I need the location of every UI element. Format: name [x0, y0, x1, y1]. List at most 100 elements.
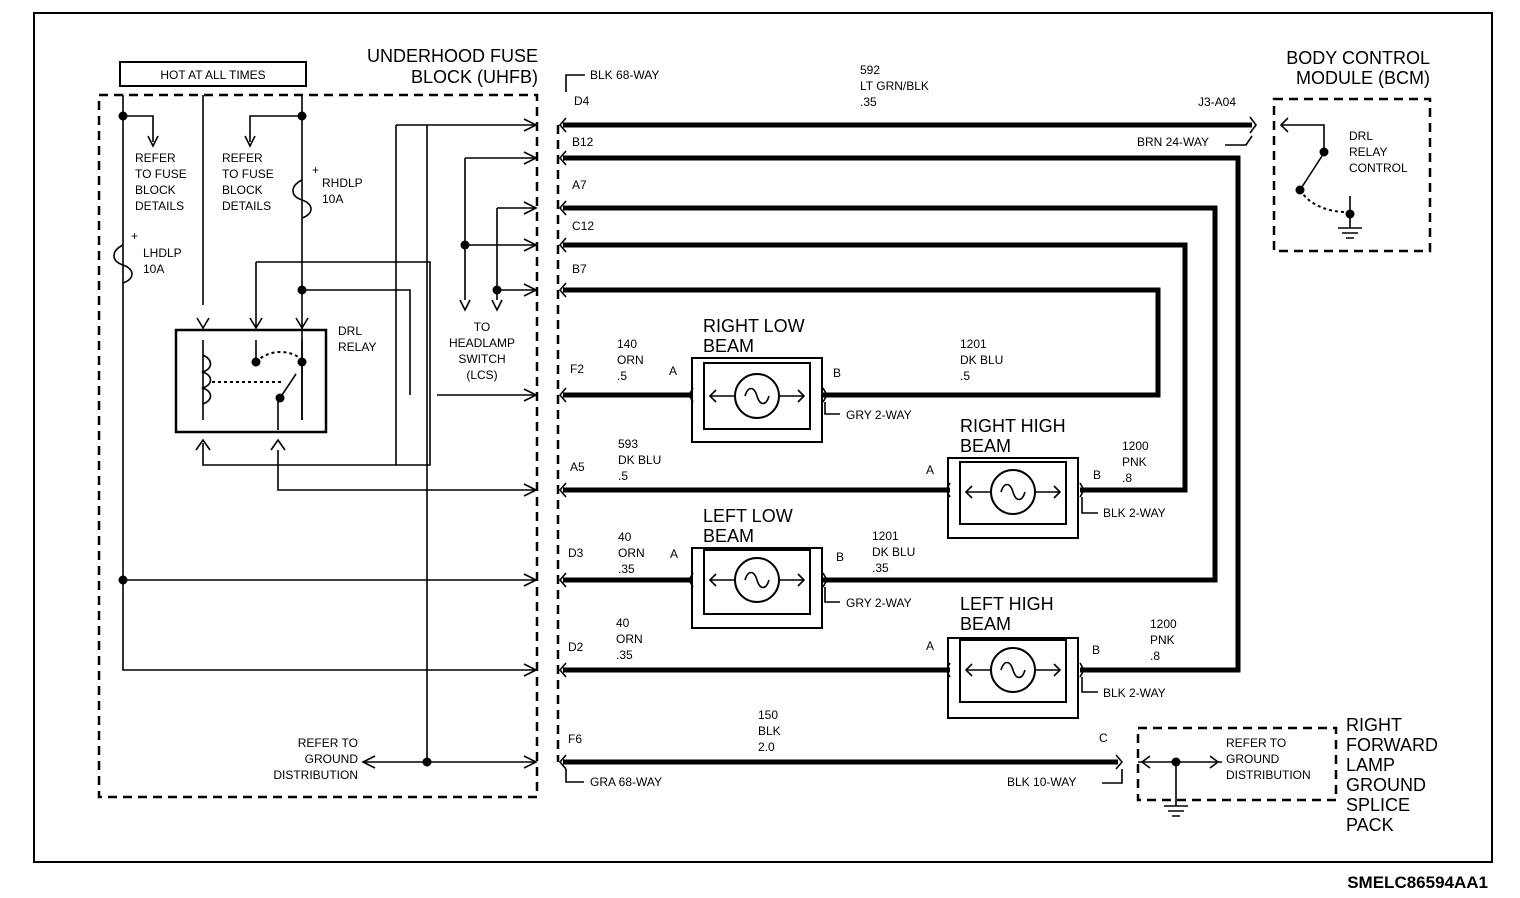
wire-b12	[563, 155, 1241, 673]
pin-b12: B12	[572, 135, 594, 149]
conn-j3: J3-A04	[1198, 95, 1236, 109]
wire-592-color: LT GRN/BLK	[860, 79, 929, 93]
wire-1200b-color: PNK	[1150, 633, 1175, 647]
wire-593-color: DK BLU	[618, 453, 661, 467]
right-low-beam-l1: RIGHT LOW	[703, 316, 805, 336]
refer-fuse-2-l3: BLOCK	[222, 183, 263, 197]
conn-gra68: GRA 68-WAY	[590, 775, 662, 789]
wire-1201a-color: DK BLU	[960, 353, 1003, 367]
refer-fuse-1-l2: TO FUSE	[135, 167, 187, 181]
left-low-beam-l2: BEAM	[703, 526, 754, 546]
diagram-frame	[33, 12, 1493, 863]
uhfb-title-l2: BLOCK (UHFB)	[411, 67, 538, 87]
ground-right-l2: GROUND	[1226, 752, 1280, 766]
wire-140-color: ORN	[617, 353, 644, 367]
wire-1201a-num: 1201	[960, 337, 987, 351]
wire-593-size: .5	[618, 469, 628, 483]
rlb-pin-a: A	[669, 364, 677, 378]
refer-fuse-2-l1: REFER	[222, 151, 263, 165]
ground-right-l3: DISTRIBUTION	[1226, 768, 1311, 782]
lcs-l2: HEADLAMP	[449, 336, 515, 350]
llb-pin-b: B	[836, 550, 844, 564]
conn-blk68: BLK 68-WAY	[590, 68, 659, 82]
conn-brn24: BRN 24-WAY	[1137, 135, 1209, 149]
pin-a5: A5	[570, 460, 585, 474]
wire-b7	[563, 287, 1161, 398]
left-low-beam-lamp	[691, 547, 823, 629]
drl-relay-l2: RELAY	[338, 340, 376, 354]
ground-left-l2: GROUND	[305, 752, 359, 766]
lhb-pin-b: B	[1092, 643, 1100, 657]
bcm-title-l1: BODY CONTROL	[1286, 48, 1430, 68]
wire-c12	[563, 242, 1188, 493]
uhfb-outline	[97, 93, 539, 799]
wire-140-size: .5	[617, 369, 627, 383]
diagram-id: SMELC86594AA1	[1347, 873, 1488, 892]
lcs-l3: SWITCH	[458, 352, 505, 366]
conn-blk2-b: BLK 2-WAY	[1103, 686, 1166, 700]
bcm-outline	[1272, 97, 1432, 253]
pin-f2: F2	[570, 362, 584, 376]
lcs-l4: (LCS)	[466, 368, 497, 382]
wire-150-size: 2.0	[758, 740, 775, 754]
bcm-control-l3: CONTROL	[1349, 161, 1408, 175]
splice-pack-outline	[1136, 726, 1338, 802]
wire-1201a-size: .5	[960, 369, 970, 383]
rhdlp-fuse	[292, 179, 312, 219]
left-low-beam-l1: LEFT LOW	[703, 506, 793, 526]
hot-at-all-times-label: HOT AT ALL TIMES	[160, 68, 265, 82]
svg-text:+: +	[312, 163, 319, 177]
bcm-control-l1: DRL	[1349, 129, 1373, 143]
drl-relay	[174, 328, 328, 434]
pin-d4: D4	[574, 94, 590, 108]
splice-pack-l3: LAMP	[1346, 755, 1395, 775]
pin-a7: A7	[572, 178, 587, 192]
wire-1200b-num: 1200	[1150, 617, 1177, 631]
pin-d3: D3	[568, 546, 584, 560]
wire-40a-num: 40	[618, 530, 632, 544]
pin-b7: B7	[572, 262, 587, 276]
wire-40b-num: 40	[616, 616, 630, 630]
pin-f6: F6	[568, 732, 582, 746]
lhdlp-label: LHDLP	[143, 246, 182, 260]
wire-40a-color: ORN	[618, 546, 645, 560]
wire-1200a-num: 1200	[1122, 439, 1149, 453]
rhb-pin-a: A	[926, 463, 934, 477]
wire-150-color: BLK	[758, 724, 781, 738]
left-high-beam-l2: BEAM	[960, 614, 1011, 634]
right-low-beam-lamp	[691, 357, 823, 443]
wire-40b-color: ORN	[616, 632, 643, 646]
pin-c12: C12	[572, 219, 594, 233]
ground-left-l1: REFER TO	[298, 736, 358, 750]
right-high-beam-l2: BEAM	[960, 436, 1011, 456]
llb-pin-a: A	[670, 547, 678, 561]
refer-fuse-1-l1: REFER	[135, 151, 176, 165]
splice-pack-l2: FORWARD	[1346, 735, 1438, 755]
bcm-control-l2: RELAY	[1349, 145, 1387, 159]
wire-592-num: 592	[860, 63, 880, 77]
svg-text:+: +	[131, 229, 138, 243]
wire-a7	[563, 205, 1218, 583]
refer-fuse-2-l4: DETAILS	[222, 199, 271, 213]
refer-fuse-2-l2: TO FUSE	[222, 167, 274, 181]
rhdlp-amps: 10A	[322, 192, 343, 206]
left-high-beam-lamp	[947, 637, 1079, 719]
conn-gry2-b: GRY 2-WAY	[846, 596, 912, 610]
wire-1201b-size: .35	[872, 561, 889, 575]
ground-right-l1: REFER TO	[1226, 736, 1286, 750]
lhdlp-fuse	[113, 244, 133, 284]
left-high-beam-l1: LEFT HIGH	[960, 594, 1054, 614]
wire-140-num: 140	[617, 337, 637, 351]
conn-blk2-a: BLK 2-WAY	[1103, 506, 1166, 520]
hot-at-all-times-box	[119, 61, 307, 87]
lhdlp-amps: 10A	[143, 262, 164, 276]
rhb-pin-b: B	[1093, 468, 1101, 482]
uhfb-title-l1: UNDERHOOD FUSE	[367, 46, 538, 66]
refer-fuse-1-l3: BLOCK	[135, 183, 176, 197]
conn-gry2-a: GRY 2-WAY	[846, 408, 912, 422]
splice-pack-l4: GROUND	[1346, 775, 1426, 795]
splice-pack-l5: SPLICE	[1346, 795, 1410, 815]
pin-c: C	[1099, 731, 1108, 745]
wire-593-num: 593	[618, 437, 638, 451]
